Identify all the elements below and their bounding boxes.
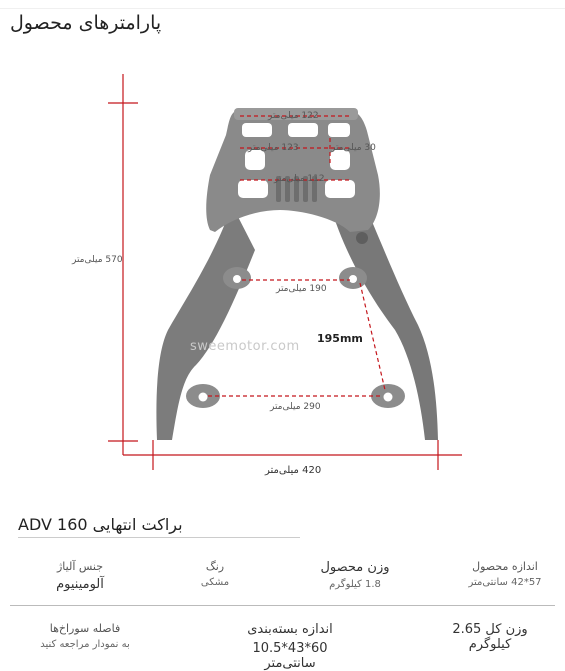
top-divider [0, 8, 565, 9]
top-width-dimension: 122 میلی‌متر [268, 111, 319, 121]
spec-product-weight: وزن محصول 1.8 کیلوگرم [310, 560, 400, 590]
height-dimension: 570 میلی‌متر [72, 255, 123, 265]
spec-value: به نمودار مراجعه کنید [40, 639, 130, 650]
spec-label: وزن کل 2.65 کیلوگرم [452, 622, 528, 652]
spec-total-weight: وزن کل 2.65 کیلوگرم [430, 622, 550, 652]
width-dimension: 420 میلی‌متر [265, 465, 322, 476]
spec-label: رنگ [205, 560, 225, 573]
spec-divider [10, 605, 555, 606]
spec-product-size: اندازه محصول 57*42 سانتی‌متر [460, 560, 550, 588]
spec-value: مشکی [200, 577, 230, 588]
lower-holes-dimension: 290 میلی‌متر [270, 402, 321, 412]
side-dimension: 30 میلی‌متر [331, 143, 376, 153]
bracket-image [156, 108, 438, 440]
spec-color: رنگ مشکی [185, 560, 245, 588]
spec-value: 60*43*10.5 سانتی‌متر [252, 641, 328, 671]
measurement-dashes [208, 115, 386, 397]
page-title: پارامترهای محصول [10, 12, 162, 34]
spec-value: آلومینیوم [56, 577, 104, 592]
spec-label: وزن محصول [320, 560, 390, 575]
watermark: sweemotor.com [190, 339, 300, 354]
spec-alloy: جنس آلیاژ آلومینیوم [35, 560, 125, 592]
spec-hole-spacing: فاصله سوراخ‌ها به نمودار مراجعه کنید [25, 622, 145, 650]
spec-package-size: اندازه بسته‌بندی 60*43*10.5 سانتی‌متر [225, 622, 355, 671]
spec-value: 57*42 سانتی‌متر [468, 577, 542, 588]
spec-value: 1.8 کیلوگرم [329, 579, 381, 590]
product-diagram [108, 74, 462, 470]
product-name: براکت انتهایی ADV 160 [18, 515, 183, 534]
spec-label: اندازه محصول [472, 560, 538, 573]
spec-label: اندازه بسته‌بندی [247, 622, 333, 637]
name-underline [18, 537, 300, 538]
spec-label: جنس آلیاژ [56, 560, 104, 573]
lower-plate-dimension: 112 میلی‌متر [274, 174, 325, 184]
dimension-lines [108, 74, 462, 470]
hole-spacing-dimension: 195mm [317, 332, 363, 345]
plate-width-dimension: 123 میلی‌متر [248, 143, 299, 153]
spec-label: فاصله سوراخ‌ها [49, 622, 121, 635]
upper-holes-dimension: 190 میلی‌متر [276, 284, 327, 294]
